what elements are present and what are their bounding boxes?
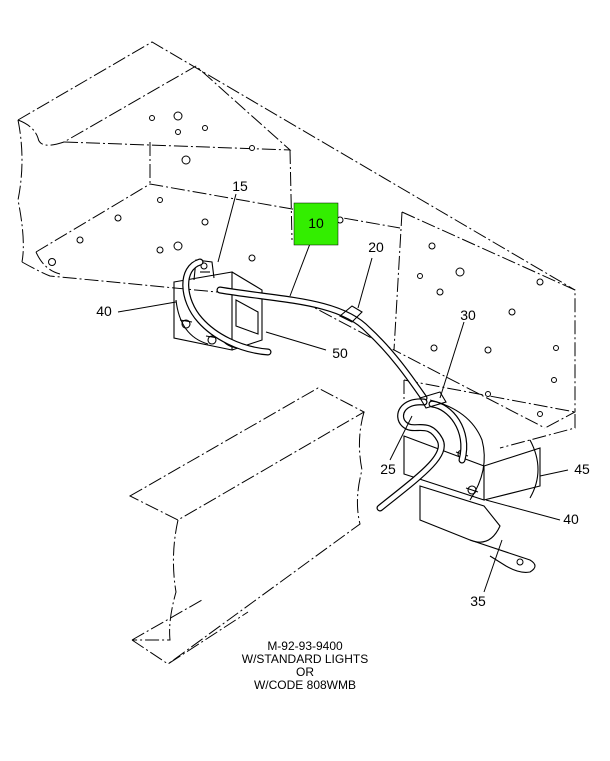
callout-30: 30 (460, 307, 476, 323)
drawing-caption: M-92-93-9400 W/STANDARD LIGHTS OR W/CODE… (205, 640, 405, 692)
leader-lines (117, 193, 569, 593)
callout-10-highlight (293, 202, 339, 246)
caption-condition-1: W/STANDARD LIGHTS (241, 652, 369, 666)
frame-holes (48, 111, 559, 417)
caption-condition-2: W/CODE 808WMB (253, 678, 356, 692)
left-lamp-bracket (173, 259, 263, 351)
callouts: 10 15 20 25 30 35 40 40 45 50 (96, 178, 590, 609)
callout-50: 50 (332, 345, 348, 361)
lower-frame-rail (128, 387, 366, 665)
frame-crossmember (17, 41, 576, 449)
callout-40-left: 40 (96, 303, 112, 319)
caption-or: OR (296, 665, 314, 679)
callout-40-right: 40 (563, 511, 579, 527)
callout-45: 45 (574, 461, 590, 477)
callout-10: 10 (308, 215, 324, 231)
callout-15: 15 (232, 178, 248, 194)
callout-35: 35 (470, 593, 486, 609)
right-lamp-bracket (403, 399, 541, 573)
callout-20: 20 (368, 239, 384, 255)
wiring-harness (182, 258, 468, 512)
callout-25: 25 (380, 461, 396, 477)
caption-drawing-number: M-92-93-9400 (267, 639, 343, 653)
